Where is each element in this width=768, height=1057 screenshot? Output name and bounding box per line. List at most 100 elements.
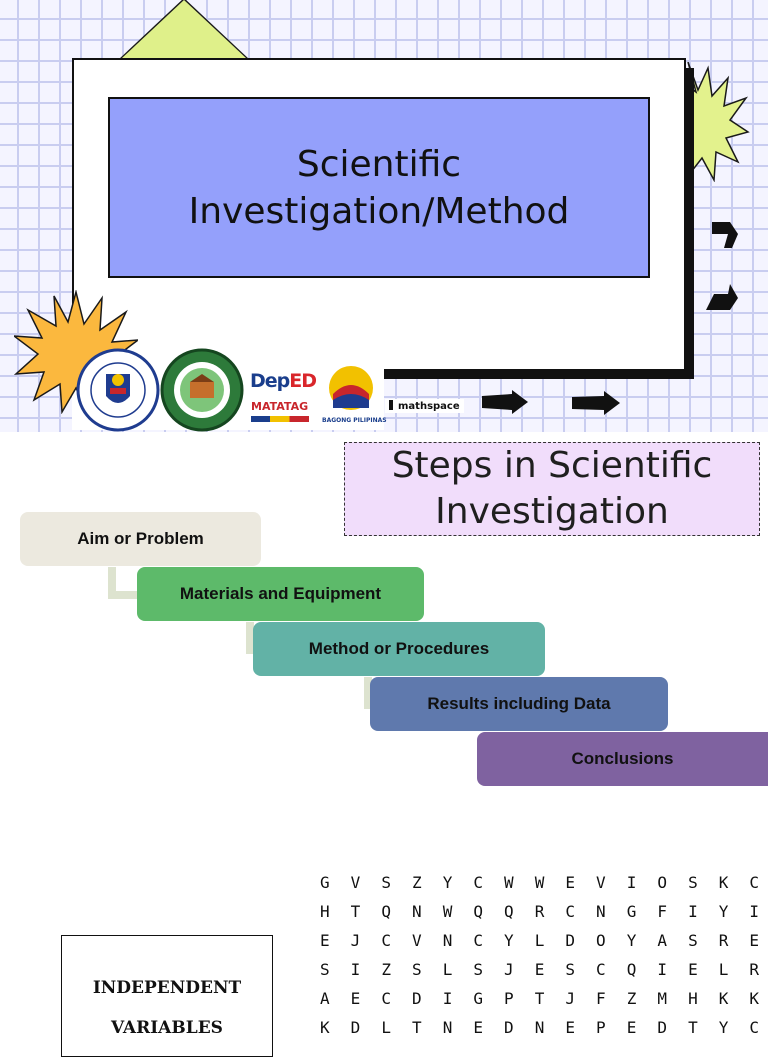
- word-search-letter: Q: [473, 902, 483, 921]
- word-search-letter: G: [626, 902, 637, 921]
- word-search-letter: L: [381, 1018, 391, 1037]
- deped-tagline-text: MATATAG: [251, 400, 309, 413]
- independent-variables-label: INDEPENDENT VARIABLES: [92, 978, 242, 1038]
- word-search-letter: I: [657, 960, 668, 979]
- word-search-letter: K: [718, 989, 729, 1008]
- word-search-letter: W: [534, 873, 545, 892]
- word-search-letter: N: [412, 902, 422, 921]
- word-search-letter: N: [442, 931, 453, 950]
- word-search-letter: T: [350, 902, 361, 921]
- word-search-letter: A: [657, 931, 668, 950]
- arrow-icon: [706, 284, 738, 310]
- word-search-letter: V: [350, 873, 361, 892]
- step-materials-and-equipment: Materials and Equipment: [137, 567, 424, 621]
- word-search-letter: S: [688, 873, 698, 892]
- title-slide: Scientific Investigation/Method DepED MA…: [0, 0, 768, 432]
- word-search-letter: K: [749, 989, 760, 1008]
- word-search-letter: K: [718, 873, 729, 892]
- word-search-letter: C: [473, 931, 483, 950]
- arrow-right-icon: [482, 390, 528, 414]
- word-search-letter: I: [749, 902, 760, 921]
- word-search-letter: E: [350, 989, 361, 1008]
- triangle-shape: [122, 0, 246, 58]
- slide-title: Scientific Investigation/Method: [188, 143, 570, 232]
- word-search-letter: G: [320, 873, 330, 892]
- deped-brand-text: DepED: [250, 370, 317, 392]
- word-search-letter: L: [534, 931, 545, 950]
- word-search-letter: Y: [626, 931, 637, 950]
- word-search-letter: D: [657, 1018, 668, 1037]
- word-search-letter: S: [412, 960, 422, 979]
- word-search-letter: I: [442, 989, 453, 1008]
- word-search-letter: V: [412, 931, 422, 950]
- arrow-icon: [712, 222, 738, 248]
- word-search-letter: J: [350, 931, 361, 950]
- word-search-letter: C: [565, 902, 576, 921]
- word-search-letter: A: [320, 989, 330, 1008]
- word-search-letter: Y: [442, 873, 453, 892]
- word-search-letter: S: [565, 960, 576, 979]
- mathspace-logo: mathspace: [385, 399, 464, 413]
- word-search-letter: T: [534, 989, 545, 1008]
- word-search-letter: Y: [504, 931, 514, 950]
- independent-variables-card: INDEPENDENT VARIABLES: [61, 935, 273, 1057]
- word-search-letter: F: [596, 989, 606, 1008]
- word-search-letter: L: [718, 960, 729, 979]
- arrow-right-icon: [572, 391, 620, 415]
- word-search-letter: E: [473, 1018, 483, 1037]
- word-search-letter: C: [381, 931, 391, 950]
- word-search-letter: Z: [412, 873, 422, 892]
- bagong-pilipinas-label: BAGONG PILIPINAS: [322, 417, 387, 424]
- word-search-letter: G: [473, 989, 483, 1008]
- step-connector: [108, 567, 140, 599]
- word-search-letter: S: [688, 931, 698, 950]
- word-search-letter: R: [718, 931, 729, 950]
- deped-seal-logo: [76, 348, 160, 432]
- word-search-letter: O: [657, 873, 668, 892]
- word-search-letter: E: [749, 931, 760, 950]
- word-search-letter: Z: [381, 960, 391, 979]
- word-search-letter: J: [504, 960, 514, 979]
- word-search-letter: F: [657, 902, 668, 921]
- word-search-letter: N: [442, 1018, 453, 1037]
- word-search-letter: W: [504, 873, 514, 892]
- word-search-letter: D: [412, 989, 422, 1008]
- word-search-letter: K: [320, 1018, 330, 1037]
- word-search-letter: E: [565, 873, 576, 892]
- word-search-letter: Q: [504, 902, 514, 921]
- word-search-letter: V: [596, 873, 606, 892]
- step-aim-or-problem: Aim or Problem: [20, 512, 261, 566]
- word-search-letter: I: [688, 902, 698, 921]
- word-search-letter: P: [504, 989, 514, 1008]
- word-search-letter: N: [534, 1018, 545, 1037]
- word-search-letter: J: [565, 989, 576, 1008]
- word-search-letter: W: [442, 902, 453, 921]
- word-search-letter: H: [320, 902, 330, 921]
- word-search-letter: Z: [626, 989, 637, 1008]
- word-search-letter: O: [596, 931, 606, 950]
- word-search-letter: C: [381, 989, 391, 1008]
- word-search-letter: E: [565, 1018, 576, 1037]
- step-results-including-data: Results including Data: [370, 677, 668, 731]
- word-search-letter: S: [381, 873, 391, 892]
- deped-matatag-logo: DepED MATATAG: [246, 362, 317, 428]
- word-search-letter: E: [534, 960, 545, 979]
- word-search-letter: E: [320, 931, 330, 950]
- word-search-letter: I: [626, 873, 637, 892]
- word-search-letter: I: [350, 960, 361, 979]
- word-search-letter: S: [320, 960, 330, 979]
- word-search-letter: P: [596, 1018, 606, 1037]
- word-search-letter: Q: [626, 960, 637, 979]
- word-search-letter: M: [657, 989, 668, 1008]
- step-conclusions: Conclusions: [477, 732, 768, 786]
- word-search-letter: C: [596, 960, 606, 979]
- word-search-letter: C: [749, 1018, 760, 1037]
- word-search-letter: R: [749, 960, 760, 979]
- word-search-letter: Y: [718, 1018, 729, 1037]
